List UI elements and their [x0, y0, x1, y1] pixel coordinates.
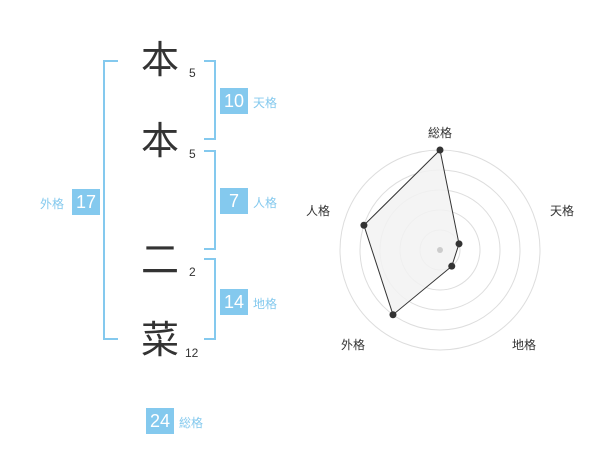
radar-area: [363, 148, 460, 316]
radar-axis-label-gaikaku: 外格: [341, 338, 366, 352]
name-char-1-strokes: 5: [189, 66, 196, 80]
radar-axis-label-jinkaku: 人格: [306, 204, 331, 218]
chikaku-bracket: [204, 258, 216, 340]
tenkaku-value: 10: [220, 88, 248, 114]
name-char-3: 二: [141, 238, 180, 282]
chikaku-label: 地格: [253, 297, 278, 311]
radar-points: [360, 146, 463, 319]
soukaku-value: 24: [146, 408, 174, 434]
chikaku-value: 14: [220, 289, 248, 315]
gaikaku-label: 外格: [40, 197, 65, 211]
jinkaku-value: 7: [220, 188, 248, 214]
radar-axis-label-chikaku: 地格: [512, 338, 537, 352]
name-char-2-strokes: 5: [189, 147, 196, 161]
jinkaku-label: 人格: [253, 196, 278, 210]
radar-center: [437, 247, 443, 253]
name-char-3-strokes: 2: [189, 265, 196, 279]
radar-point: [436, 146, 444, 154]
name-char-1: 本: [141, 38, 180, 82]
radar-axis-label-soukaku: 総格: [428, 126, 453, 140]
name-char-2: 本: [141, 119, 180, 163]
name-char-4: 菜: [141, 318, 180, 362]
radar-point: [448, 262, 456, 270]
tenkaku-label: 天格: [253, 96, 278, 110]
radar-point: [360, 221, 368, 229]
radar-point: [389, 311, 397, 319]
tenkaku-bracket: [204, 60, 216, 140]
name-char-4-strokes: 12: [185, 346, 199, 360]
soukaku-label: 総格: [179, 416, 204, 430]
radar-axis-label-tenkaku: 天格: [550, 204, 575, 218]
radar-point: [455, 240, 463, 248]
gaikaku-bracket: [103, 60, 118, 340]
jinkaku-bracket: [204, 150, 216, 250]
gaikaku-value: 17: [72, 189, 100, 215]
